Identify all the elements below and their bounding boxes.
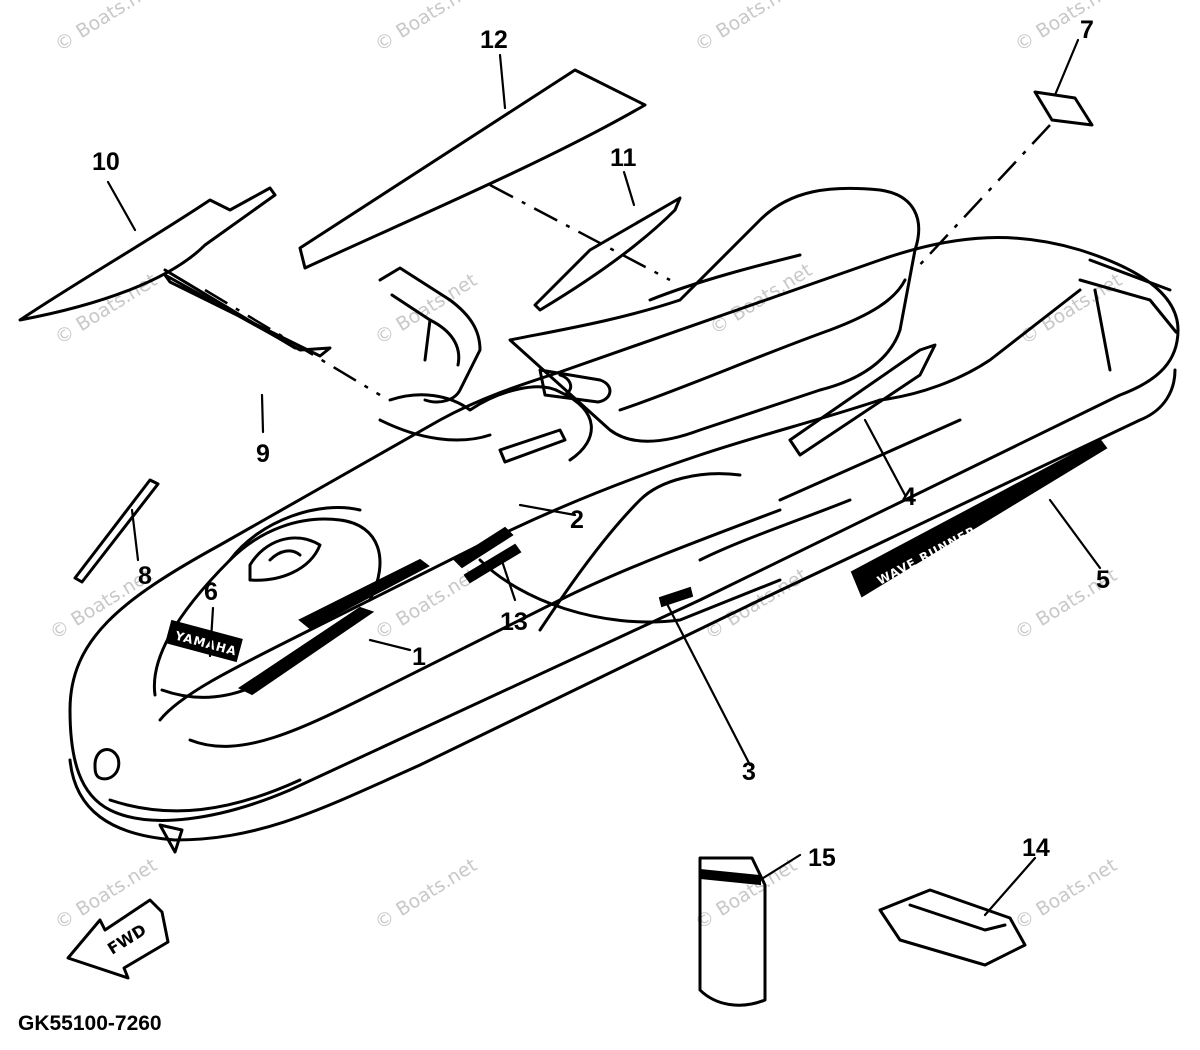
watermark: © Boats.net: [691, 854, 801, 934]
decal-9-b: [163, 268, 297, 350]
watermark: © Boats.net: [706, 259, 816, 339]
callout-10[interactable]: 10: [92, 148, 120, 176]
watermark: © Boats.net: [691, 0, 801, 56]
watermark: © Boats.net: [1011, 0, 1121, 56]
hull-decals: YAMAHA WAVE RUNNER: [165, 343, 1108, 696]
decal-15-band: [699, 868, 761, 886]
callout-3[interactable]: 3: [742, 758, 756, 786]
decal-3: [658, 586, 694, 608]
decal-8: [73, 478, 160, 584]
decal-12: [298, 68, 647, 270]
decal-9: [163, 273, 332, 358]
decal-2: [498, 428, 567, 464]
callout-2[interactable]: 2: [570, 506, 584, 534]
decal-14-top: [908, 903, 1007, 932]
watermark: © Boats.net: [51, 854, 161, 934]
callout-15[interactable]: 15: [808, 844, 836, 872]
decal-4: [788, 343, 937, 457]
callout-5[interactable]: 5: [1096, 566, 1110, 594]
callout-12[interactable]: 12: [480, 26, 508, 54]
watermark: © Boats.net: [371, 269, 481, 349]
loose-decals: [18, 68, 1094, 1007]
watercraft-hull: [68, 186, 1180, 854]
decal-11: [533, 196, 682, 312]
decal-13-a: [453, 526, 514, 569]
watermark: © Boats.net: [51, 0, 161, 56]
decal-15: [698, 856, 767, 1007]
watermark: © Boats.net: [371, 0, 481, 56]
watermarks: © Boats.net © Boats.net © Boats.net © Bo…: [46, 0, 1126, 934]
decal-7: [1033, 90, 1094, 127]
callout-4[interactable]: 4: [902, 483, 916, 511]
callout-11[interactable]: 11: [610, 144, 637, 172]
decal-1-stripe-b: [298, 558, 430, 630]
decal-14: [878, 888, 1027, 967]
callout-7[interactable]: 7: [1080, 16, 1094, 44]
decal-10: [18, 186, 277, 322]
watermark: © Boats.net: [1016, 269, 1126, 349]
callout-14[interactable]: 14: [1022, 834, 1050, 862]
callout-6[interactable]: 6: [204, 578, 218, 606]
callouts: 1 2 3 4 5 6 7 8 9 10 11 12 13 14 15: [92, 16, 1110, 872]
callout-1[interactable]: 1: [412, 643, 426, 671]
callout-13[interactable]: 13: [500, 608, 528, 636]
watermark: © Boats.net: [371, 854, 481, 934]
decal-5-side: [850, 438, 1108, 598]
decal-6-bow: [165, 619, 243, 663]
decal-13-b: [463, 543, 522, 584]
leader-lines: [106, 38, 1102, 917]
callout-8[interactable]: 8: [138, 562, 152, 590]
decal-1-stripe: [238, 606, 375, 696]
part-number: GK55100-7260: [18, 1012, 162, 1035]
callout-9[interactable]: 9: [256, 440, 270, 468]
